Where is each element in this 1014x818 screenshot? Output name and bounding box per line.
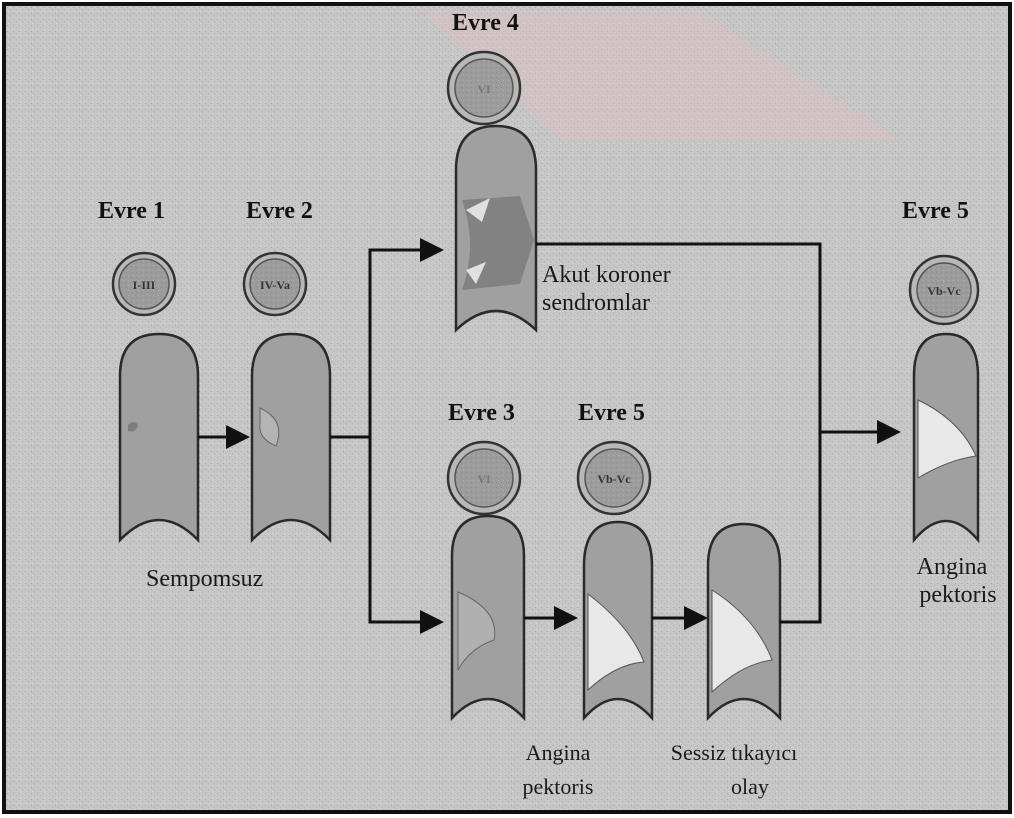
stage-5-mid-title: Evre 5 <box>578 400 645 426</box>
angina-mid-caption-line2: pektoris <box>523 774 594 799</box>
asymptomatic-caption: Sempomsuz <box>146 566 263 592</box>
acute-coronary-caption-line1: Akut koroner <box>542 262 671 288</box>
angina-right-caption-line2: pektoris <box>919 582 996 608</box>
stage-2-lesion-type: IV-Va <box>260 278 290 292</box>
angina-mid-caption-line1: Angina <box>526 740 591 765</box>
stage-3-lesion-type: VI <box>477 472 491 486</box>
stage-2-title: Evre 2 <box>246 198 313 224</box>
silent-caption-line1: Sessiz tıkayıcı <box>671 740 797 765</box>
stage-5-mid-lesion-type: Vb-Vc <box>597 472 631 486</box>
silent-occlusion-group <box>708 524 780 718</box>
stage-5-right-lesion-type: Vb-Vc <box>927 284 961 298</box>
silent-caption-line2: olay <box>731 774 769 799</box>
stage-4-title: Evre 4 <box>452 10 519 36</box>
stage-4-lesion-type: VI <box>477 82 491 96</box>
stage-3-title: Evre 3 <box>448 400 515 426</box>
stage-1-title: Evre 1 <box>98 198 165 224</box>
stage-5-right-title: Evre 5 <box>902 198 969 224</box>
angina-right-caption-line1: Angina <box>917 554 988 580</box>
stage-1-vessel <box>120 334 198 540</box>
stage-1-lesion-type: I-III <box>133 278 156 292</box>
acute-coronary-caption-line2: sendromlar <box>542 290 650 316</box>
